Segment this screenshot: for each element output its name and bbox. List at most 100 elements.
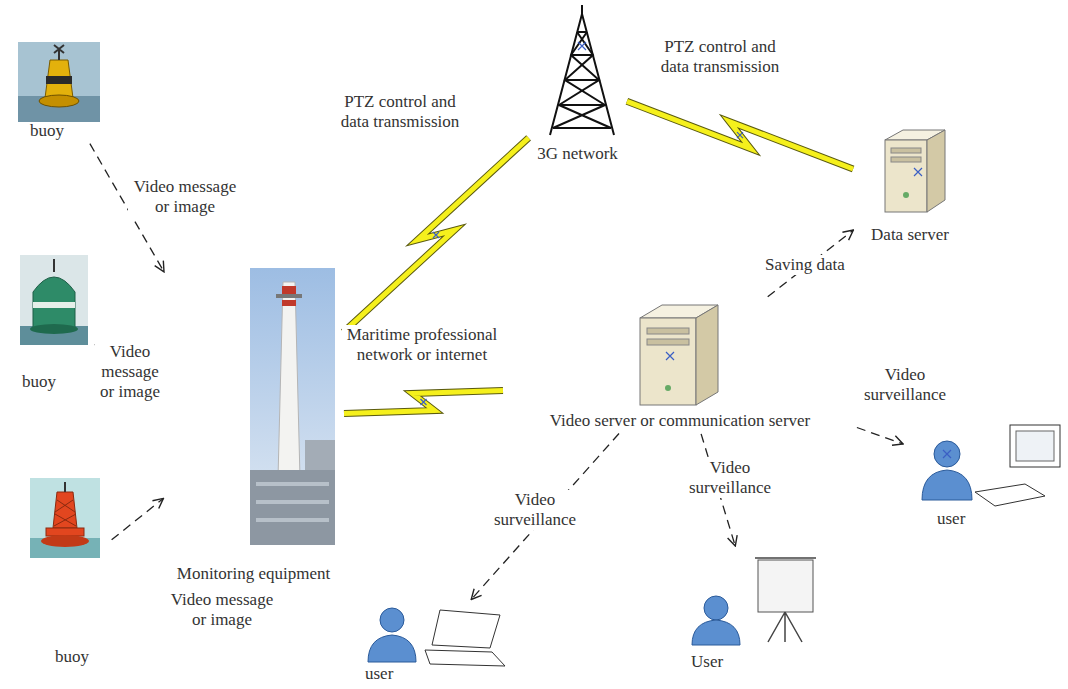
- buoy-node: buoy: [18, 42, 102, 142]
- laptop-screen: [432, 610, 500, 648]
- user-node: user: [905, 415, 1063, 530]
- edge-label-slot: Video message or image: [165, 590, 280, 630]
- x-mark: [914, 168, 922, 176]
- x-mark: [433, 232, 439, 238]
- buoy-band: [46, 76, 72, 84]
- edge-label: Video message or image: [95, 342, 165, 402]
- node-label: 3G network: [537, 144, 618, 164]
- keyboard: [975, 484, 1045, 506]
- node-label: buoy: [22, 372, 56, 392]
- x-mark: [578, 42, 586, 50]
- edge-label-slot: PTZ control and data transmission: [655, 37, 785, 77]
- tower-platform: [276, 294, 302, 298]
- buoy-mast: [53, 259, 55, 272]
- edge-label-slot: Video message or image: [128, 177, 243, 217]
- connector: [344, 391, 503, 414]
- buoy-platform: [46, 528, 84, 536]
- building-top: [305, 440, 335, 470]
- server-side: [696, 305, 718, 405]
- edge-label: Saving data: [763, 255, 847, 275]
- node-label: buoy: [30, 121, 64, 141]
- buoy-mast: [64, 482, 66, 492]
- node-label: Data server: [871, 225, 949, 245]
- edge-label: PTZ control and data transmission: [655, 37, 785, 77]
- person-head: [934, 441, 960, 467]
- building-window-row: [256, 518, 329, 522]
- edge-label-slot: Video surveillance: [490, 490, 580, 530]
- edge-label: Video message or image: [128, 177, 243, 217]
- bolt-outline: [627, 101, 853, 169]
- edge-label: PTZ control and data transmission: [335, 92, 465, 132]
- photo-sky: [18, 42, 100, 122]
- wireless-bolt: [627, 101, 853, 169]
- connector: [343, 138, 528, 332]
- edge-label: Video message or image: [165, 590, 280, 630]
- buoy-topmark: [54, 45, 64, 53]
- photo-sky: [250, 268, 335, 545]
- buoy-node: buoy: [30, 478, 110, 668]
- edge-label: Maritime professional network or interne…: [342, 325, 502, 365]
- edge-label-slot: Maritime professional network or interne…: [342, 325, 502, 365]
- monitor-screen: [1016, 431, 1054, 461]
- user-projector: [692, 558, 816, 645]
- node-label: user: [365, 664, 393, 684]
- edge-label-slot: Video message or image: [95, 342, 165, 402]
- edge-label: Video surveillance: [490, 490, 580, 530]
- screen-tripod: [755, 558, 816, 642]
- person-head: [380, 608, 404, 632]
- x-mark: [737, 132, 743, 138]
- tower-band: [282, 286, 296, 294]
- dashed-arrow: [471, 434, 619, 600]
- cell-tower: [550, 5, 614, 135]
- buoy-band: [33, 302, 75, 308]
- server-icon: [640, 305, 718, 405]
- connector: [112, 498, 164, 539]
- buoy-mast: [58, 50, 60, 60]
- building-window-row: [256, 482, 329, 486]
- person-body: [368, 635, 416, 662]
- dashed-arrow: [857, 428, 903, 444]
- node-label: user: [937, 509, 965, 529]
- photo-sky: [20, 255, 88, 345]
- buoy-node: buoy: [18, 255, 93, 393]
- x-mark: [943, 450, 951, 458]
- buoy-body: [53, 492, 77, 528]
- photo-sky: [30, 478, 100, 558]
- user-laptop: [368, 608, 505, 666]
- building-window-row: [256, 500, 329, 504]
- base-station-node: 3G network: [530, 8, 625, 165]
- buoy-photo: [18, 42, 100, 122]
- monitor: [1010, 425, 1060, 467]
- drive-slot: [647, 339, 689, 345]
- buoy-base: [30, 324, 78, 334]
- dashed-arrow: [112, 498, 164, 539]
- tower-antenna: [581, 5, 583, 14]
- connector: [471, 434, 619, 600]
- bolt-outline: [343, 138, 528, 332]
- tower-leg: [550, 14, 614, 135]
- user-node: user: [355, 601, 510, 685]
- buoy-photo: [30, 478, 100, 558]
- edge-label: Video surveillance: [683, 458, 778, 498]
- monitoring-node: Monitoring equipment: [165, 268, 342, 585]
- edge-label-slot: PTZ control and data transmission: [335, 92, 465, 132]
- bolt-outline: [344, 391, 503, 414]
- power-led: [903, 192, 909, 198]
- connector: [627, 101, 853, 169]
- drive-slot: [891, 148, 921, 153]
- tower-shaft: [278, 282, 300, 478]
- node-label: buoy: [55, 647, 89, 667]
- tower-band: [282, 300, 296, 306]
- person-head: [704, 596, 728, 620]
- user-desktop: [922, 425, 1060, 506]
- power-led: [665, 385, 671, 391]
- node-label: User: [691, 652, 723, 672]
- node-label: Monitoring equipment: [177, 564, 330, 584]
- buoy-base: [41, 535, 89, 547]
- buoy-photo: [20, 255, 88, 345]
- connector: [857, 428, 903, 444]
- user-node: User: [685, 548, 825, 673]
- edge-label-slot: Video surveillance: [683, 458, 778, 498]
- edge-label-slot: Saving data: [755, 255, 855, 275]
